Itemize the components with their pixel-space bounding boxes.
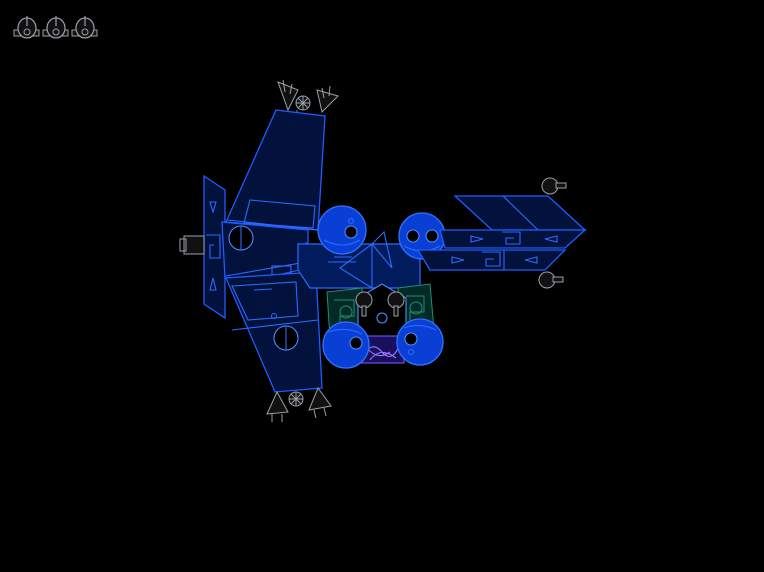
lower-pod-right xyxy=(396,318,444,366)
arm-turret-top xyxy=(541,177,567,195)
player-ship-icon xyxy=(71,16,98,39)
player-ship-icon xyxy=(42,16,69,39)
upper-pod-right xyxy=(398,212,446,260)
arm-turret-bottom xyxy=(538,271,564,289)
lives-hud xyxy=(13,16,98,39)
lower-pod-left xyxy=(322,321,370,369)
upper-wing xyxy=(225,109,326,231)
upper-pod-left xyxy=(317,205,367,255)
spine-plate xyxy=(297,243,421,289)
player-ship-icon xyxy=(13,16,40,39)
left-fin xyxy=(203,174,226,320)
bottom-turret-cluster xyxy=(266,386,332,422)
lower-wing xyxy=(225,271,323,393)
cannon-arm-lower xyxy=(416,249,567,271)
boss-battleship xyxy=(179,79,587,422)
rear-engine xyxy=(179,235,205,255)
cannon-arm-upper xyxy=(439,195,587,249)
top-turret-cluster xyxy=(277,79,339,128)
